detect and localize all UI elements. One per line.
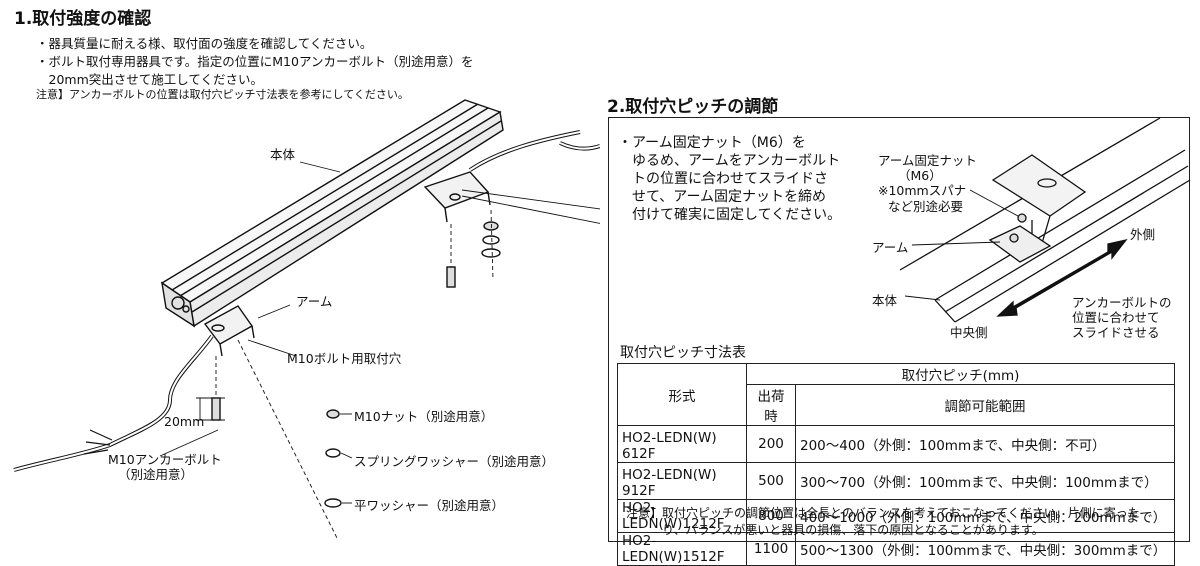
cell-ship: 500 <box>746 462 796 500</box>
label-bolt-hole: M10ボルト用取付穴 <box>287 351 402 366</box>
label-m10-nut: M10ナット（別途用意） <box>354 409 494 424</box>
label-slide-2: 位置に合わせて <box>1072 310 1160 325</box>
label-flat-washer: 平ワッシャー（別途用意） <box>354 498 505 513</box>
slide-arrow <box>996 238 1128 317</box>
section2-line-3: トの位置に合わせてスライドさ <box>618 171 828 187</box>
section1-line-1: ・器具質量に耐える様、取付面の強度を確認してください。 <box>36 36 373 51</box>
label-center-side: 中央側 <box>950 325 988 340</box>
table-row: HO2-LEDN(W) 612F 200 200～400（外側：100mmまで、… <box>617 425 1175 463</box>
cell-ship: 200 <box>746 425 796 463</box>
label-wrench: ※10mmスパナ <box>878 183 967 198</box>
arm-slide-detail-drawing <box>899 117 1191 323</box>
section2-title: 2.取付穴ピッチの調節 <box>607 97 779 117</box>
flat-washer <box>324 498 342 508</box>
section1-note: 注意】アンカーボルトの位置は取付穴ピッチ寸法表を参考にしてください。 <box>36 88 409 101</box>
label-body: 本体 <box>270 147 296 162</box>
cell-model: HO2-LEDN(W)1212F <box>617 499 747 533</box>
arm-fixing-nut <box>1017 213 1027 223</box>
table-row: HO2-LEDN(W) 912F 500 300～700（外側：100mmまで、… <box>617 462 1175 500</box>
table-row: HO2-LEDN(W)1212F 800 400～1000（外側：100mmまで… <box>617 499 1175 533</box>
label-wrench-note: など別途必要 <box>888 199 964 214</box>
label-outer-side: 外側 <box>1130 227 1156 242</box>
th-pitch: 取付穴ピッチ(mm) <box>746 363 1175 385</box>
m10-nut <box>326 409 340 419</box>
rail-body <box>899 117 1191 323</box>
pitch-table-caption: 取付穴ピッチ寸法表 <box>620 345 746 361</box>
cell-range: 300～700（外側：100mmまで、中央側：100mmまで） <box>795 462 1175 500</box>
label-arm: アーム <box>296 294 333 309</box>
label-slide-3: スライドさせる <box>1072 325 1160 340</box>
section2-line-4: せて、アーム固定ナットを締め <box>618 189 827 205</box>
th-ship: 出荷時 <box>746 384 796 426</box>
label-arm-nut-size: （M6） <box>898 168 942 183</box>
label-20mm: 20mm <box>164 414 205 429</box>
label-anchor-bolt-note: （別途用意） <box>118 467 194 482</box>
cell-range: 200～400（外側：100mmまで、中央側：不可） <box>795 425 1175 463</box>
spring-washer <box>325 448 341 458</box>
note2-line-1: 注意】取付穴ピッチの調節位置は全長とのバランスを考えておこなってください。片側に… <box>626 506 1140 520</box>
section1-line-2: ・ボルト取付専用器具です。指定の位置にM10アンカーボルト（別途用意）を <box>36 54 474 69</box>
label-detail-arm: アーム <box>872 240 909 255</box>
fixture-exploded-drawing <box>13 99 600 541</box>
section2-line-1: ・アーム固定ナット（M6）を <box>618 135 806 151</box>
section1-title: 1.取付強度の確認 <box>14 9 152 29</box>
section2-line-2: ゆるめ、アームをアンカーボルト <box>618 153 841 169</box>
th-model: 形式 <box>617 363 747 426</box>
cell-range: 400～1000（外側：100mmまで、中央側：200mmまで） <box>795 499 1175 533</box>
label-slide-1: アンカーボルトの <box>1072 295 1172 310</box>
label-arm-nut: アーム固定ナット <box>878 153 977 168</box>
note2-line-2: り、バランスが悪いと器具の損傷、落下の原因となることがあります。 <box>626 523 1044 537</box>
section1-line-3: 20mm突出させて施工してください。 <box>36 72 264 87</box>
th-range: 調節可能範囲 <box>795 384 1175 426</box>
cell-model: HO2-LEDN(W) 612F <box>617 425 747 463</box>
label-spring-washer: スプリングワッシャー（別途用意） <box>354 454 555 469</box>
label-detail-body: 本体 <box>872 293 898 308</box>
label-anchor-bolt: M10アンカーボルト <box>108 452 222 467</box>
cell-model: HO2-LEDN(W) 912F <box>617 462 747 500</box>
section2-line-5: 付けて確実に固定してください。 <box>618 207 842 223</box>
